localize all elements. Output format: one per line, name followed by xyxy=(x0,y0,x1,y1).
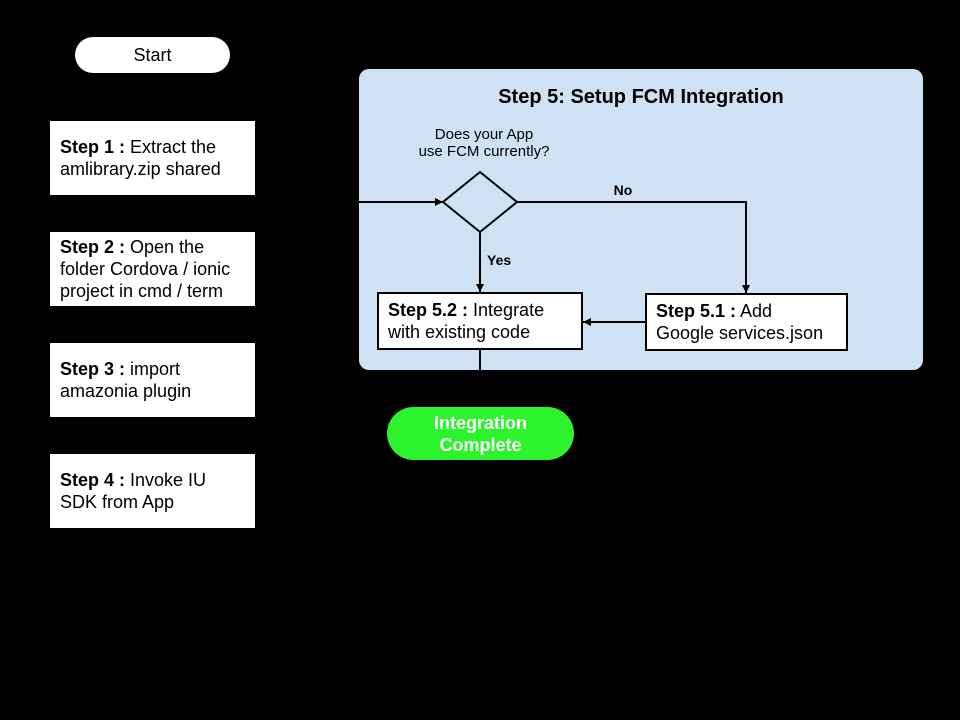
integration-complete-node: Integration Complete xyxy=(387,407,574,460)
step-5-2-label: Step 5.2 : Integrate with existing code xyxy=(388,300,545,342)
decision-diamond xyxy=(441,170,519,234)
integration-complete-label: Integration Complete xyxy=(434,412,527,455)
start-node: Start xyxy=(75,37,230,73)
decision-question: Does your App use FCM currently? xyxy=(418,126,550,160)
connector-layer xyxy=(359,170,750,370)
step-5-1-node: Step 5.1 : Add Google services.json xyxy=(645,293,848,351)
no-branch-label: No xyxy=(613,182,633,198)
step-1-label: Step 1 : Extract the amlibrary.zip share… xyxy=(60,137,221,179)
start-label: Start xyxy=(133,44,172,65)
no-branch-arrow xyxy=(517,201,750,293)
step-2-label: Step 2 : Open the folder Cordova / ionic… xyxy=(60,237,231,301)
step-3-node: Step 3 : import amazonia plugin xyxy=(50,343,255,417)
yes-branch-label: Yes xyxy=(487,252,512,268)
step-4-node: Step 4 : Invoke IU SDK from App xyxy=(50,454,255,528)
panel-title: Step 5: Setup FCM Integration xyxy=(498,86,784,108)
step-1-node: Step 1 : Extract the amlibrary.zip share… xyxy=(50,121,255,195)
step-4-label: Step 4 : Invoke IU SDK from App xyxy=(60,470,207,512)
step-5-panel: Step 5: Setup FCM Integration Does your … xyxy=(359,69,923,370)
step-3-label: Step 3 : import amazonia plugin xyxy=(60,359,192,401)
step-5-2-node: Step 5.2 : Integrate with existing code xyxy=(377,292,583,350)
step-2-node: Step 2 : Open the folder Cordova / ionic… xyxy=(50,232,255,306)
step-5-1-label: Step 5.1 : Add Google services.json xyxy=(656,301,824,343)
